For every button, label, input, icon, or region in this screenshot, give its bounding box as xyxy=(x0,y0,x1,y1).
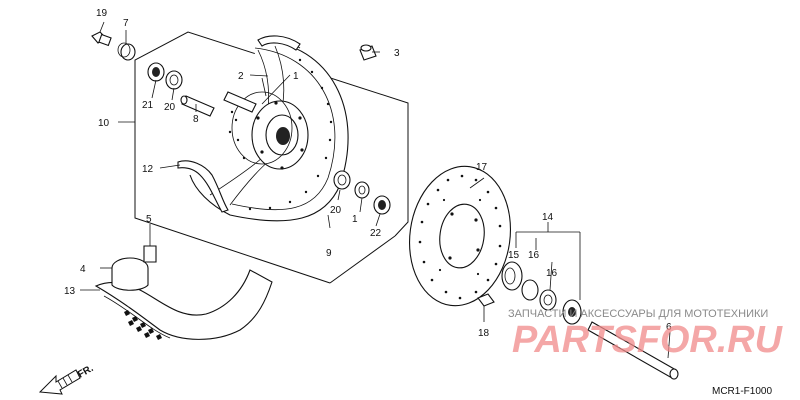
label-14: 14 xyxy=(542,212,554,223)
label-4: 4 xyxy=(80,264,86,275)
label-9: 9 xyxy=(326,248,332,259)
wheel-rim-drawing xyxy=(177,35,377,222)
diagram-code: MCR1-F1000 xyxy=(712,386,772,397)
small-parts-right xyxy=(333,170,391,215)
label-16-top: 16 xyxy=(528,250,540,261)
label-12: 12 xyxy=(142,164,154,175)
front-arrow-hatch xyxy=(57,374,73,389)
watermark-brand: PARTSFOR.RU xyxy=(512,319,784,361)
axle-parts-drawing xyxy=(477,261,679,380)
label-13: 13 xyxy=(64,286,76,297)
label-17: 17 xyxy=(476,162,488,173)
label-1-right: 1 xyxy=(352,214,358,225)
label-5: 5 xyxy=(146,214,152,225)
label-7: 7 xyxy=(123,18,129,29)
label-20-right: 20 xyxy=(330,205,342,216)
label-3: 3 xyxy=(394,48,400,59)
label-10: 10 xyxy=(98,118,110,129)
label-20-left: 20 xyxy=(164,102,176,113)
label-15: 15 xyxy=(508,250,520,261)
label-8: 8 xyxy=(193,114,199,125)
label-16-mid: 16 xyxy=(546,268,558,279)
front-fender-drawing xyxy=(94,245,273,340)
label-1-top: 1 xyxy=(293,71,299,82)
label-19: 19 xyxy=(96,8,108,19)
label-2: 2 xyxy=(238,71,244,82)
watermark-caption: ЗАПЧАСТИ И АКСЕССУАРЫ ДЛЯ МОТОТЕХНИКИ xyxy=(508,308,768,320)
label-6: 6 xyxy=(666,322,672,333)
direction-label: FR. xyxy=(76,363,96,381)
callout-labels: 19 7 3 2 1 21 20 8 10 12 20 1 22 9 5 4 1… xyxy=(64,8,672,339)
brake-disc-drawing xyxy=(408,165,512,307)
label-21: 21 xyxy=(142,100,154,111)
watermark: ЗАПЧАСТИ И АКСЕССУАРЫ ДЛЯ МОТОТЕХНИКИ PA… xyxy=(508,308,784,361)
label-22: 22 xyxy=(370,228,382,239)
small-parts-left xyxy=(91,31,257,117)
front-arrow-icon xyxy=(38,369,81,395)
front-direction-indicator: FR. xyxy=(38,363,96,395)
leader-lines xyxy=(80,21,671,359)
label-18: 18 xyxy=(478,328,490,339)
